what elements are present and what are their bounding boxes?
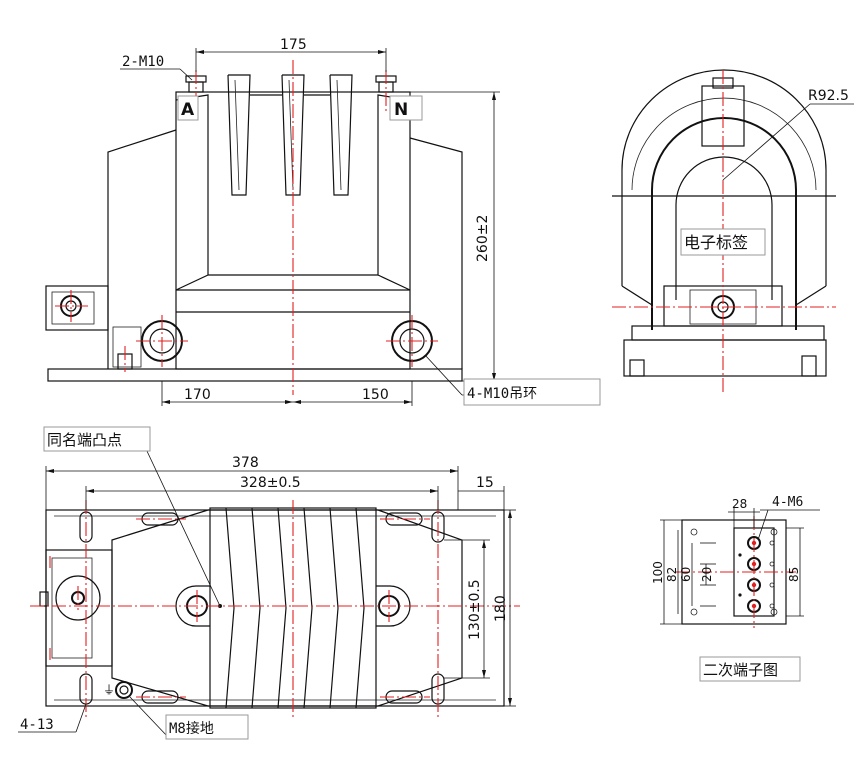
front-fins <box>227 74 353 196</box>
dim-sec-28: 28 <box>732 497 747 511</box>
sec-terminals <box>738 536 775 613</box>
dim-170: 170 <box>184 387 211 403</box>
dim-260: 260±2 <box>475 215 491 262</box>
front-base-plate <box>47 368 463 382</box>
label-2-m10: 2-M10 <box>122 54 164 70</box>
dim-sec-85: 85 <box>787 567 801 582</box>
top-secondary-box <box>45 549 113 667</box>
front-secondary-box <box>45 285 109 331</box>
secondary-terminal-diagram: 28 4-M6 100 82 60 20 85 二次端子图 <box>651 495 820 682</box>
svg-text:⏚: ⏚ <box>103 683 115 697</box>
dim-sec-20: 20 <box>700 567 714 582</box>
dim-15: 15 <box>476 475 494 491</box>
front-nameplate <box>112 326 142 368</box>
top-fins <box>225 507 365 709</box>
dim-sec-60: 60 <box>679 567 693 582</box>
top-view: ⏚ 378 328±0.5 15 <box>18 426 520 740</box>
label-mount-holes: 4-13 <box>20 717 54 733</box>
side-view: R92.5 电子标签 <box>612 69 854 392</box>
label-grounding: M8接地 <box>169 720 214 737</box>
lifting-ring-right <box>386 315 438 367</box>
dim-175: 175 <box>280 37 307 53</box>
front-view: 175 260±2 170 150 2-M10 A N 4-M10吊环 <box>45 37 601 406</box>
label-secondary-title: 二次端子图 <box>703 661 778 679</box>
label-same-name-point: 同名端凸点 <box>47 431 122 449</box>
dim-sec-100: 100 <box>651 561 665 584</box>
lifting-ring-left <box>136 315 188 367</box>
dim-130: 130±0.5 <box>467 579 483 640</box>
side-base <box>623 339 827 377</box>
dim-180: 180 <box>493 595 509 622</box>
label-terminal-a: A <box>181 100 195 120</box>
label-terminal-n: N <box>394 100 408 120</box>
label-electronic-tag: 电子标签 <box>684 233 748 252</box>
label-lifting-rings: 4-M10吊环 <box>467 386 537 402</box>
dim-378: 378 <box>232 455 259 471</box>
label-secondary-screws: 4-M6 <box>772 495 803 510</box>
label-radius: R92.5 <box>808 88 849 104</box>
dim-sec-82: 82 <box>665 567 679 582</box>
dim-150: 150 <box>362 387 389 403</box>
terminal-bolt-n <box>375 70 397 112</box>
dim-328: 328±0.5 <box>240 475 301 491</box>
